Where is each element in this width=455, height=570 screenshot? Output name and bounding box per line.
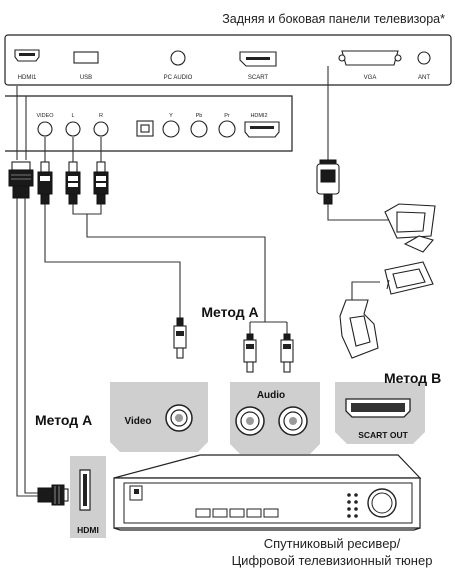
- port-label-pr: Pr: [224, 113, 230, 119]
- port-label-pb: Pb: [196, 113, 203, 119]
- hdmi-cable-2: [24, 198, 38, 494]
- scart-connector-lower: [339, 299, 379, 359]
- tv-rear-panel-frame: [4, 34, 452, 86]
- receiver-button: [195, 508, 211, 518]
- rca-plug-video-tv: [37, 161, 53, 205]
- port-label-video: VIDEO: [36, 113, 54, 119]
- hdmi2-port: [244, 121, 280, 138]
- port-label-scart: SCART: [248, 75, 269, 81]
- audio-l-jack: [65, 121, 81, 137]
- usb-port: [73, 51, 99, 64]
- hdmi-cable: [16, 198, 38, 497]
- footer-line-1: Спутниковый ресивер/: [264, 536, 401, 551]
- hdmi-out-panel: HDMI: [70, 456, 106, 538]
- scart-cable-lower: [351, 281, 380, 300]
- video-cable: [44, 204, 181, 318]
- y-jack: [162, 120, 180, 138]
- port-label-r: R: [99, 113, 103, 119]
- port-label-l: L: [71, 113, 74, 119]
- tv-side-panel-frame: [5, 95, 293, 152]
- port-label-y: Y: [169, 113, 173, 119]
- scart-port: [239, 51, 277, 67]
- pc-audio-port: [170, 50, 186, 66]
- receiver-button: [212, 508, 228, 518]
- scart-connector-upper: [384, 203, 436, 253]
- method-b-label: Метод В: [384, 370, 441, 386]
- audio-split: [250, 318, 287, 323]
- pb-jack: [190, 120, 208, 138]
- tv-rear-panel: HDMI1 USB PC AUDIO SCART VGA ANT: [4, 34, 452, 86]
- ant-port: [417, 51, 431, 65]
- port-label-hdmi2: HDMI2: [250, 113, 267, 119]
- scart-panel-label: SCART OUT: [358, 430, 408, 440]
- video-jack: [37, 121, 53, 137]
- port-label-ant: ANT: [418, 75, 430, 81]
- audio-out-panel: Audio: [230, 382, 320, 454]
- hdmi-panel-label: HDMI: [77, 525, 99, 535]
- scart-adapter-plug-tv: [316, 159, 340, 205]
- audio-cable-join: [72, 204, 102, 215]
- audio-cable: [86, 214, 266, 318]
- header-title: Задняя и боковая панели телевизора*: [222, 12, 445, 26]
- receiver-button: [229, 508, 245, 518]
- rca-plug-l-rx: [243, 333, 257, 373]
- hdmi-plug-rx: [37, 484, 69, 506]
- satellite-receiver: [113, 454, 422, 531]
- receiver-button: [246, 508, 262, 518]
- port-label-hdmi1: HDMI1: [18, 75, 37, 81]
- receiver-volume-knob: [367, 488, 397, 518]
- hdmi-plug-tv: [8, 161, 34, 199]
- port-label-usb: USB: [80, 75, 92, 81]
- scart-connector-middle: [384, 261, 434, 295]
- rca-plug-r-tv: [93, 161, 109, 205]
- receiver-button: [263, 508, 279, 518]
- rca-plug-l-tv: [65, 161, 81, 205]
- video-panel-label: Video: [124, 416, 151, 427]
- video-out-panel: Video: [110, 382, 208, 452]
- pr-jack: [218, 120, 236, 138]
- port-label-pc-audio: PC AUDIO: [164, 75, 193, 81]
- method-a-top-label: Метод А: [201, 304, 258, 320]
- method-a-left-label: Метод А: [35, 412, 92, 428]
- rca-plug-r-rx: [280, 333, 294, 373]
- port-label-vga: VGA: [364, 75, 377, 81]
- audio-panel-label: Audio: [257, 390, 285, 401]
- tv-side-panel: VIDEO L R Y Pb Pr HDMI2: [5, 95, 293, 152]
- hdmi1-port: [14, 49, 40, 62]
- scart-out-panel: SCART OUT: [335, 382, 425, 444]
- vga-port: [338, 50, 402, 66]
- rca-plug-video-rx: [173, 317, 187, 359]
- footer-line-2: Цифровой телевизионный тюнер: [232, 553, 433, 568]
- audio-r-jack: [93, 121, 109, 137]
